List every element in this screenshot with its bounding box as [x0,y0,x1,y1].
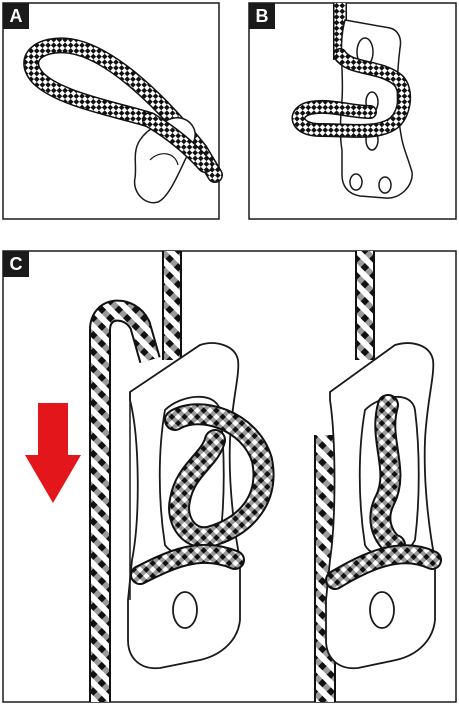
panel-b [249,3,456,219]
panel-label-b: B [249,3,275,29]
panel-a [3,3,219,219]
panel-label-a: A [3,3,29,29]
panel-c [3,251,456,702]
panel-label-c: C [3,251,29,277]
